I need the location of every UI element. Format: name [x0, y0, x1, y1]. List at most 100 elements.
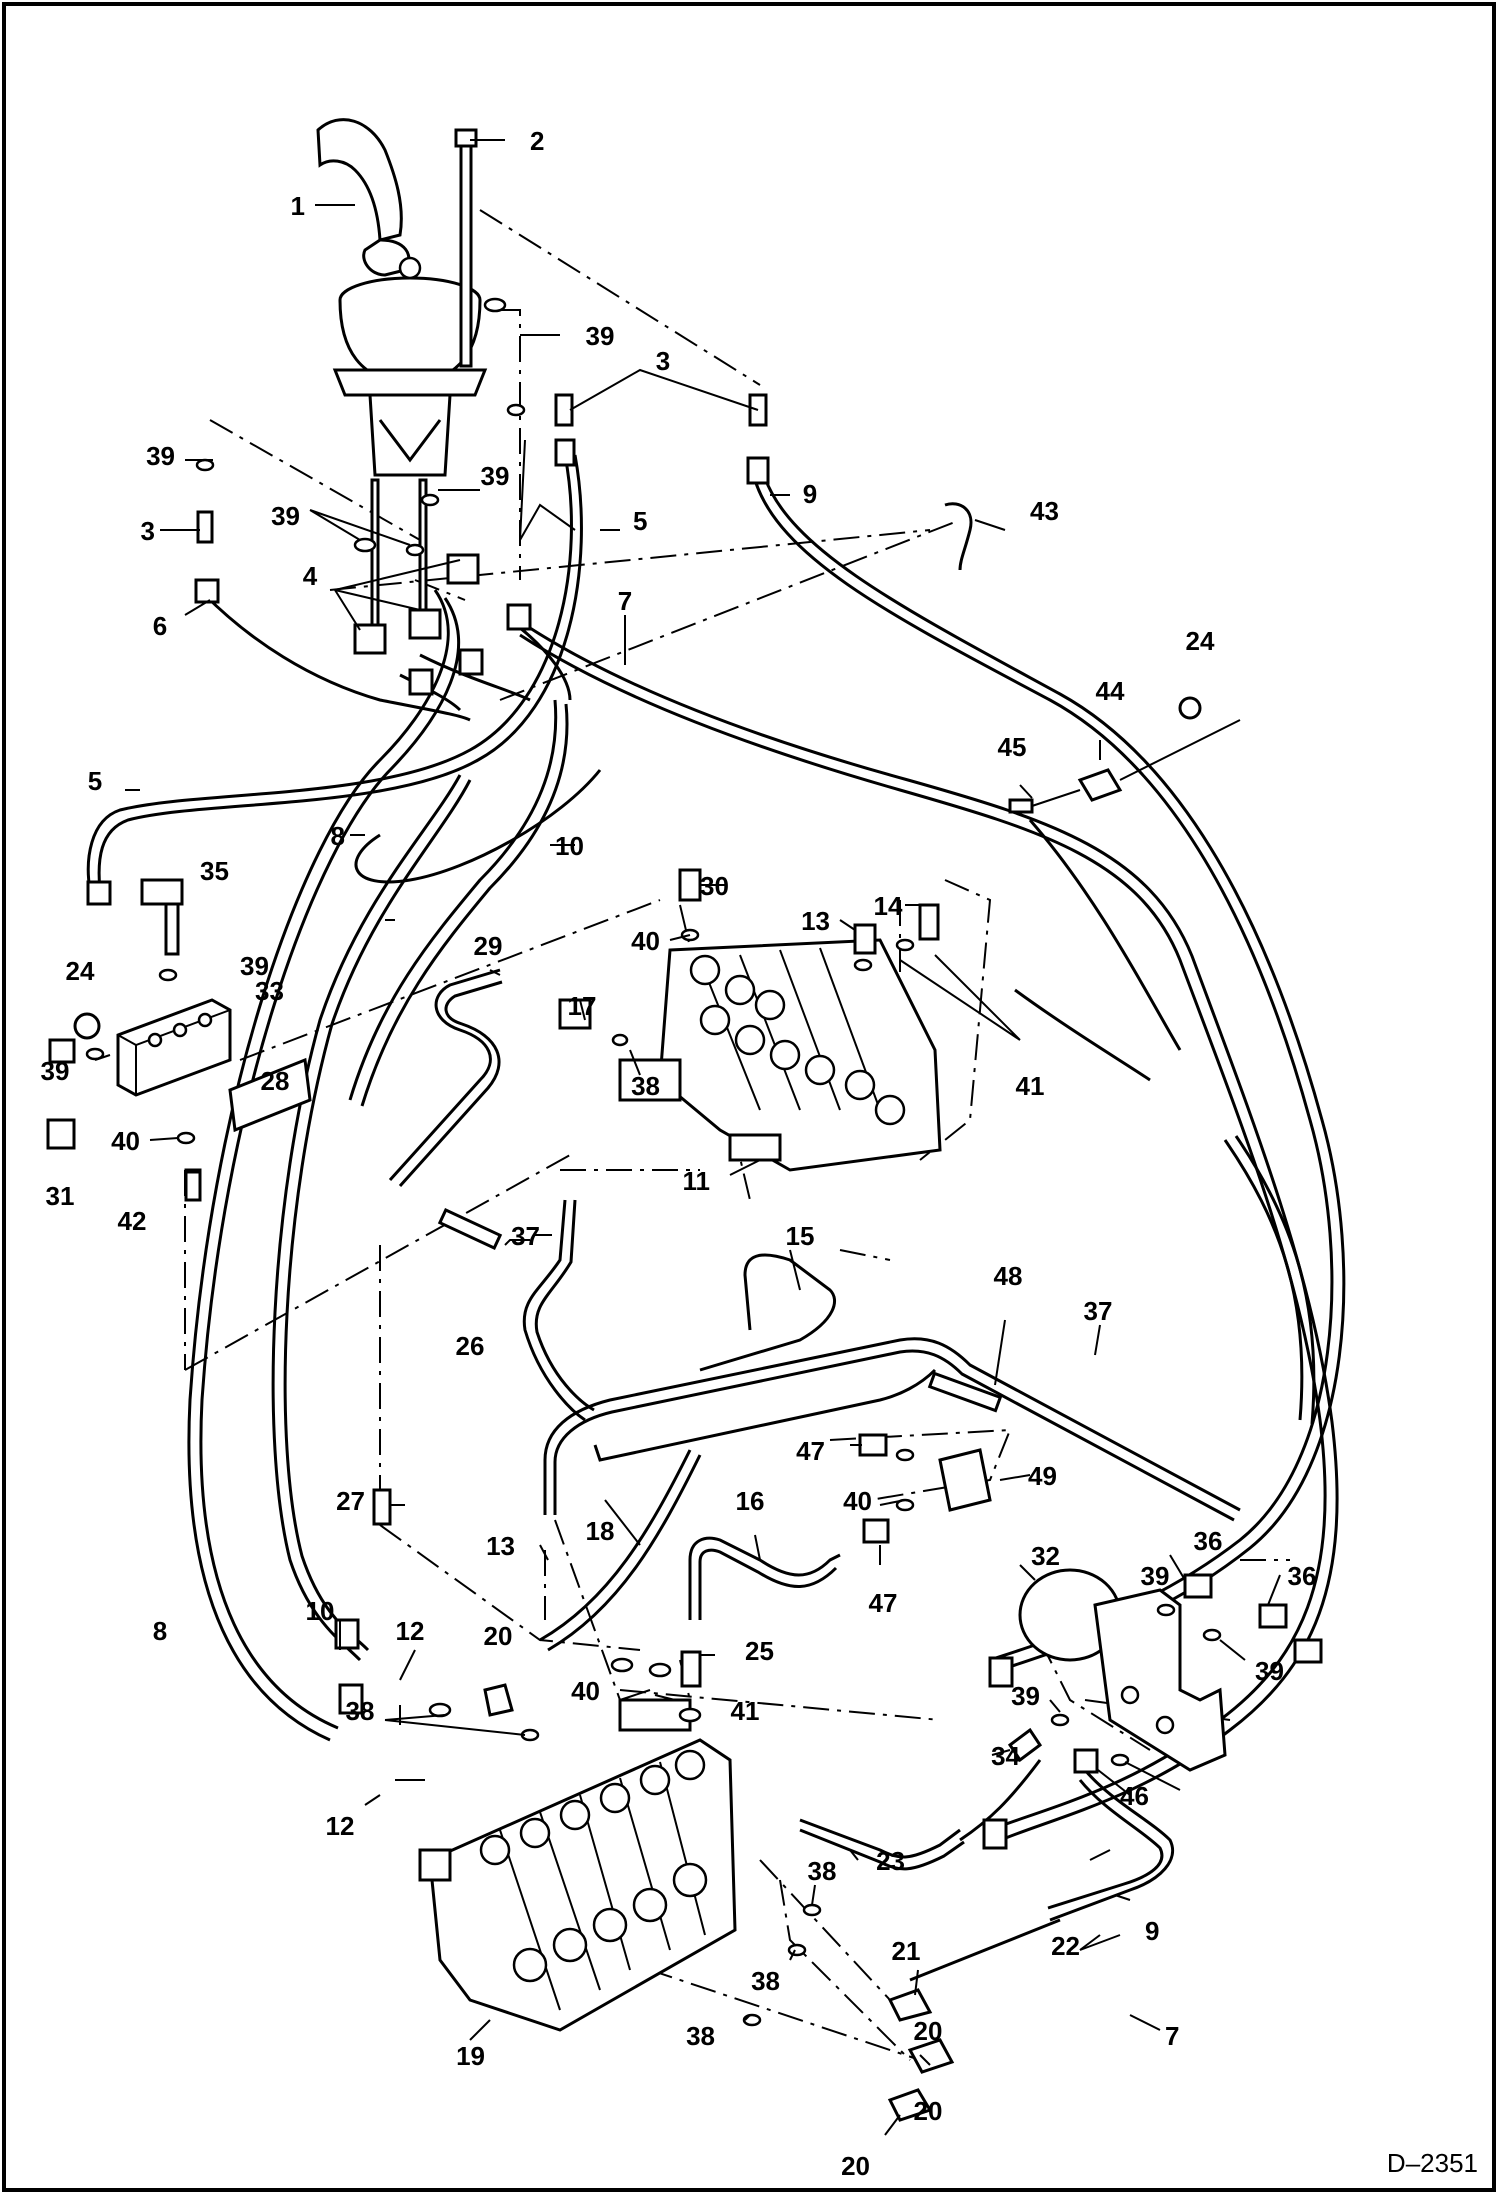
part-label: 7: [618, 586, 632, 616]
fitting-47-lower: [862, 1518, 890, 1544]
fitting-36-right: [1258, 1603, 1288, 1629]
part-label: 26: [456, 1331, 485, 1361]
fitting-36-left: [1183, 1573, 1213, 1599]
part-label: 14: [874, 891, 903, 921]
part-label: 46: [1120, 1781, 1149, 1811]
part-label: 39: [1011, 1681, 1040, 1711]
bolt-2: [454, 128, 478, 368]
part-label: 13: [486, 1531, 515, 1561]
elbow-34: [1007, 1727, 1043, 1763]
part-label: 20: [484, 1621, 513, 1651]
part-label: 7: [1165, 2021, 1179, 2051]
part-label: 20: [914, 2016, 943, 2046]
part-label: 10: [555, 831, 584, 861]
part-label: 36: [1288, 1561, 1317, 1591]
part-label: 39: [240, 951, 269, 981]
o-rings: [85, 297, 1222, 2027]
part-label: 4: [303, 561, 318, 591]
part-label: 20: [914, 2096, 943, 2126]
part-label: 3: [656, 346, 670, 376]
drawing-id: D–2351: [1387, 2148, 1478, 2178]
part-label: 31: [46, 1181, 75, 1211]
part-label: 29: [474, 931, 503, 961]
part-label: 9: [803, 479, 817, 509]
valve-11: [618, 938, 942, 1172]
block-49: [938, 1448, 992, 1512]
part-label: 23: [876, 1846, 905, 1876]
part-label: 36: [1194, 1526, 1223, 1556]
fittings-4: [353, 478, 480, 655]
joystick-assembly: [316, 118, 488, 477]
part-label: 40: [111, 1126, 140, 1156]
accumulator-32: [1018, 1568, 1227, 1772]
part-label: 39: [1255, 1656, 1284, 1686]
part-label: 37: [1084, 1296, 1113, 1326]
part-label: 44: [1096, 676, 1125, 706]
manifold-33: [48, 878, 312, 1202]
part-label: 33: [255, 976, 284, 1006]
small-fittings: [194, 393, 1014, 1850]
part-label: 22: [1051, 1931, 1080, 1961]
part-label: 39: [481, 461, 510, 491]
part-label: 39: [271, 501, 300, 531]
part-label: 8: [153, 1616, 167, 1646]
part-label: 39: [1141, 1561, 1170, 1591]
part-labels: 1 2 3 3 4 5 5 6 7 7 8 8 9 9 10 10 11 12 …: [41, 126, 1478, 2181]
fitting-47-upper: [858, 1433, 888, 1457]
part-label: 15: [786, 1221, 815, 1251]
elbow-20-bottom: [887, 2088, 933, 2122]
part-label: 32: [1031, 1541, 1060, 1571]
part-label: 13: [801, 906, 830, 936]
part-label: 2: [530, 126, 544, 156]
part-label: 25: [745, 1636, 774, 1666]
part-label: 30: [700, 871, 729, 901]
fitting-17: [558, 998, 592, 1030]
part-label: 11: [683, 1166, 711, 1196]
part-label: 9: [1145, 1916, 1159, 1946]
part-label: 35: [200, 856, 229, 886]
part-label: 38: [686, 2021, 715, 2051]
elbow-20-mid: [907, 2038, 955, 2074]
part-label: 41: [1016, 1071, 1045, 1101]
part-label: 45: [998, 732, 1027, 762]
fitting-14: [918, 903, 940, 941]
part-label: 12: [396, 1616, 425, 1646]
bolt-26: [437, 1207, 503, 1251]
part-label: 18: [586, 1516, 615, 1546]
part-label: 41: [731, 1696, 760, 1726]
fitting-13-top: [853, 923, 877, 955]
fitting-42: [184, 1170, 202, 1202]
part-label: 21: [892, 1936, 921, 1966]
bolt-48: [927, 1371, 1003, 1413]
part-label: 39: [586, 321, 615, 351]
part-label: 38: [631, 1071, 660, 1101]
part-label: 47: [869, 1588, 898, 1618]
part-label: 40: [571, 1676, 600, 1706]
part-label: 34: [991, 1741, 1020, 1771]
part-label: 38: [751, 1966, 780, 1996]
part-label: 49: [1028, 1461, 1057, 1491]
part-label: 10: [306, 1596, 335, 1626]
part-label: 42: [118, 1206, 147, 1236]
clamp-44: [1008, 696, 1241, 814]
plug-31: [46, 1118, 76, 1150]
part-label: 38: [808, 1856, 837, 1886]
part-label: 5: [633, 506, 647, 536]
elbow-21: [887, 1988, 933, 2022]
fitting-36-end: [1293, 1638, 1323, 1664]
fitting-27: [372, 1488, 392, 1526]
part-label: 20: [841, 2151, 870, 2181]
valve-19: [418, 1698, 737, 2032]
part-label: 3: [141, 516, 155, 546]
part-label: 8: [331, 821, 345, 851]
fitting-25: [680, 1650, 702, 1688]
part-label: 19: [456, 2041, 485, 2071]
part-label: 39: [146, 441, 175, 471]
part-label: 40: [631, 926, 660, 956]
part-label: 28: [261, 1066, 290, 1096]
part-label: 27: [336, 1486, 365, 1516]
part-label: 43: [1030, 496, 1059, 526]
part-label: 6: [153, 611, 167, 641]
